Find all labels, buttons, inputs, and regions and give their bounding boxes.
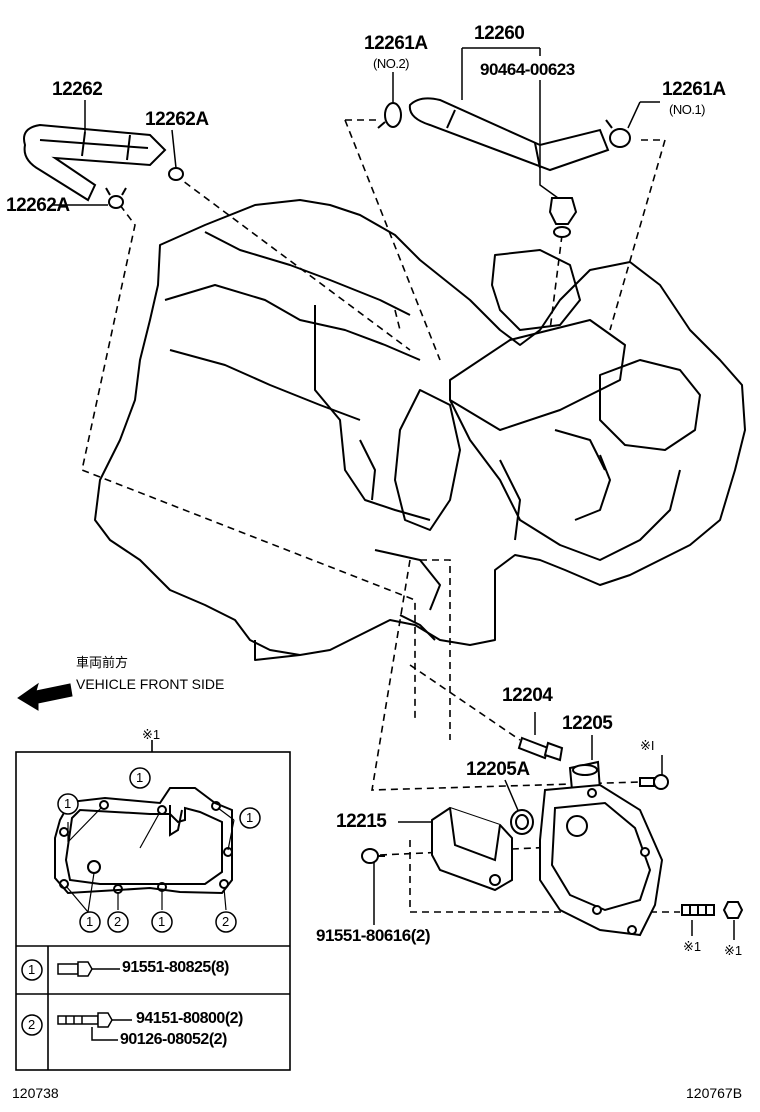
inset-bubble-f: 1 — [158, 914, 166, 929]
engine-illustration — [94, 199, 746, 661]
legend-part-91551-80825: 91551-80825(8) — [122, 959, 229, 976]
leader-lines — [52, 47, 660, 925]
nut-bottom — [722, 901, 744, 919]
gasket-12205a — [510, 809, 534, 835]
callout-91551-80616: 91551-80616(2) — [316, 926, 430, 945]
footer-left-code: 120738 — [12, 1085, 59, 1101]
legend-stud-2 — [57, 1012, 132, 1041]
callout-12261a-no1-sub: (NO.1) — [669, 102, 706, 117]
inset-bubble-b: 1 — [136, 770, 144, 785]
callout-12261a-no2-sub: (NO.2) — [373, 56, 410, 71]
inset-box — [15, 740, 291, 1071]
hose-12260 — [408, 97, 610, 172]
clip-12262a-right — [168, 167, 184, 181]
callout-12261a-no1: 12261A — [662, 79, 726, 100]
star-leaders — [661, 755, 735, 940]
inset-bubble-a: 1 — [64, 796, 72, 811]
callout-12261a-no2: 12261A — [364, 33, 428, 54]
clip-12261a-no1 — [605, 119, 631, 148]
bolt-91551-80616 — [361, 848, 385, 864]
callout-12262a-right: 12262A — [145, 109, 209, 130]
cover-plate — [539, 783, 664, 937]
vehicle-front-en: VEHICLE FRONT SIDE — [76, 676, 225, 692]
star-mark-bottom-1: ※1 — [683, 939, 702, 954]
pcv-valve-12204 — [517, 736, 564, 762]
arrow-left-icon — [17, 682, 73, 711]
inset-gasket — [54, 787, 233, 895]
clip-12262a-left — [105, 187, 127, 209]
stud-bottom — [681, 904, 715, 916]
callout-12262a-left: 12262A — [6, 195, 70, 216]
callout-12205a: 12205A — [466, 759, 530, 780]
star-mark-top-right: ※I — [640, 738, 655, 753]
hose-12262 — [23, 123, 167, 202]
legend-part-90126-08052: 90126-08052(2) — [120, 1031, 227, 1048]
inset-bubbles — [21, 767, 261, 1036]
bolt-top-right — [639, 774, 669, 790]
inset-title: ※1 — [142, 727, 161, 742]
legend-part-94151-80800: 94151-80800(2) — [136, 1010, 243, 1027]
callout-12262: 12262 — [52, 79, 103, 100]
callout-12205: 12205 — [562, 713, 613, 734]
callout-12204: 12204 — [502, 685, 553, 706]
legend-ref-2: 2 — [28, 1017, 36, 1032]
star-mark-bottom-2: ※1 — [724, 943, 743, 958]
legend-bolt-1 — [57, 961, 120, 977]
callout-90464: 90464-00623 — [480, 60, 575, 79]
legend-ref-1: 1 — [28, 962, 36, 977]
footer-right-code: 120767B — [686, 1085, 743, 1101]
inset-leaders — [65, 806, 235, 913]
inset-bubble-c: 1 — [246, 810, 254, 825]
vehicle-front-jp: 車両前方 — [76, 655, 129, 670]
oil-separator-12215 — [431, 806, 513, 892]
inset-bubble-e: 2 — [114, 914, 122, 929]
callout-12260: 12260 — [474, 23, 525, 44]
clamp-90464 — [548, 197, 578, 238]
inset-bubble-g: 2 — [222, 914, 230, 929]
inset-bubble-d: 1 — [86, 914, 94, 929]
clip-12261a-no2 — [377, 102, 402, 129]
callout-12215: 12215 — [336, 811, 387, 832]
